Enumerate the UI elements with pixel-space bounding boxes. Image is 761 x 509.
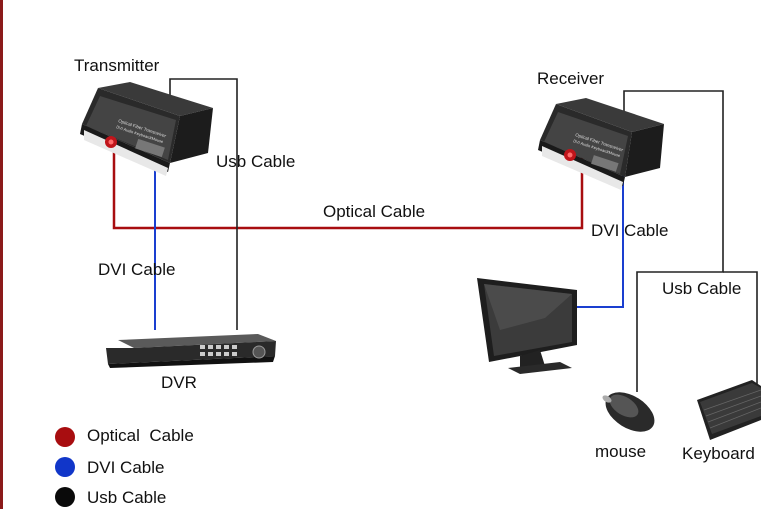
dvi-cable-right-line (572, 172, 624, 308)
legend-optical-label: Optical Cable (87, 426, 194, 445)
mouse-label: mouse (595, 442, 647, 461)
usb-cable-keyboard-line (723, 271, 758, 385)
left-border (0, 0, 3, 509)
receiver-label: Receiver (537, 69, 605, 88)
dvr-device (106, 334, 276, 368)
legend-optical-dot (55, 427, 75, 447)
optical-cable-line (112, 150, 584, 230)
dvr-label: DVR (161, 373, 197, 392)
usb-cable-right-line (623, 90, 724, 392)
receiver-device: Optical Fiber Transceiver DVI Audio Keyb… (538, 98, 664, 190)
legend-usb-label: Usb Cable (87, 488, 167, 507)
usb-cable-top-label: Usb Cable (216, 152, 296, 171)
keyboard-device (697, 380, 761, 440)
legend-dvi-label: DVI Cable (87, 458, 165, 477)
transmitter-device: Optical Fiber Transceiver DVI Audio Keyb… (80, 82, 213, 176)
legend-dvi-dot (55, 457, 75, 477)
keyboard-label: Keyboard (682, 444, 755, 463)
optical-cable-label: Optical Cable (323, 202, 426, 221)
transmitter-label: Transmitter (74, 56, 160, 75)
dvi-cable-right-label: DVI Cable (591, 221, 669, 240)
monitor-device (477, 278, 577, 374)
legend-usb-dot (55, 487, 75, 507)
mouse-device (602, 392, 655, 432)
usb-cable-right-label: Usb Cable (662, 279, 742, 298)
usb-cable-top-line (169, 78, 238, 330)
dvi-cable-left-label: DVI Cable (98, 260, 176, 279)
